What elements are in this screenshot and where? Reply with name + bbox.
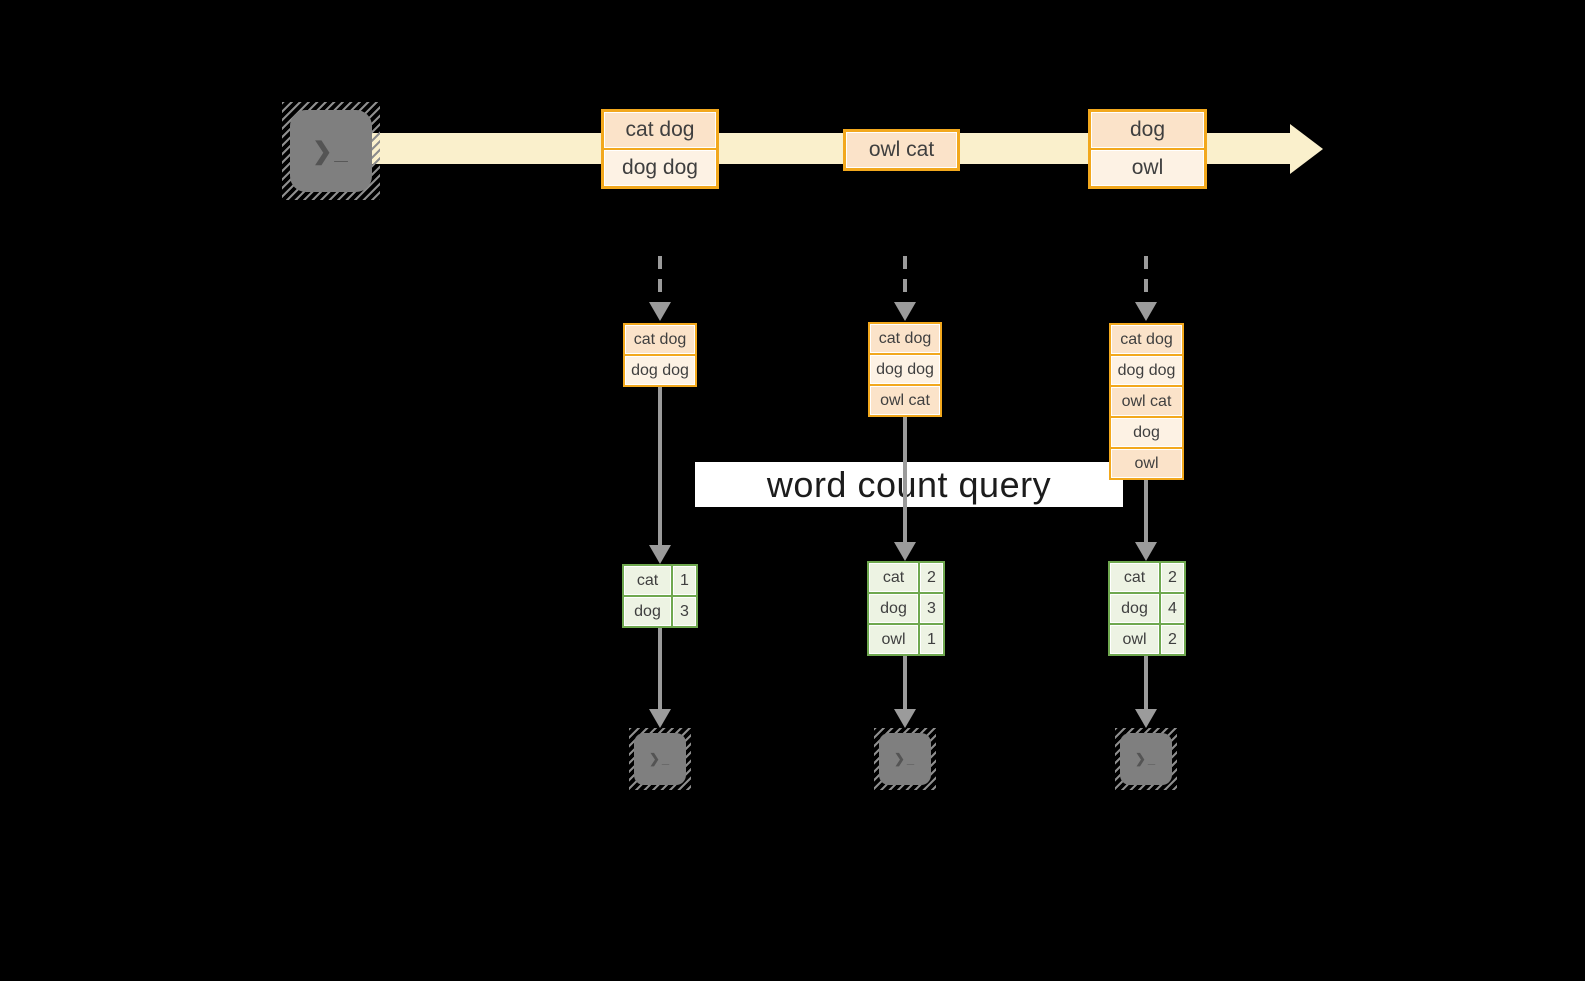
arrow-line xyxy=(903,417,907,543)
count-word: dog xyxy=(624,597,671,626)
arrowhead-icon xyxy=(894,302,916,321)
arrow-line xyxy=(1144,480,1148,543)
batch-2: owl cat xyxy=(843,129,960,171)
arrowhead-icon xyxy=(894,709,916,728)
batch-line: owl cat xyxy=(846,132,957,168)
arrow-line xyxy=(658,628,662,710)
batch-line: dog xyxy=(1091,112,1204,148)
count-word: owl xyxy=(869,625,918,654)
dashed-arrow-line xyxy=(658,256,662,302)
terminal-output-icon-3: ❯_ xyxy=(1115,728,1177,790)
arrowhead-icon xyxy=(894,542,916,561)
query-band: word count query xyxy=(695,462,1123,507)
count-table-2: cat 2 dog 3 owl 1 xyxy=(867,561,945,656)
state-line: cat dog xyxy=(1111,325,1182,354)
count-word: cat xyxy=(624,566,671,595)
count-value: 3 xyxy=(673,597,696,626)
state-stack-2: cat dog dog dog owl cat xyxy=(868,322,942,417)
count-table-1: cat 1 dog 3 xyxy=(622,564,698,628)
terminal-icon: ❯_ xyxy=(634,733,686,785)
state-line: dog xyxy=(1111,418,1182,447)
batch-1: cat dog dog dog xyxy=(601,109,719,189)
prompt-icon: ❯_ xyxy=(648,751,672,766)
terminal-icon: ❯_ xyxy=(879,733,931,785)
state-line: cat dog xyxy=(625,325,695,354)
state-line: dog dog xyxy=(625,356,695,385)
state-line: dog dog xyxy=(870,355,940,384)
state-line: dog dog xyxy=(1111,356,1182,385)
arrowhead-icon xyxy=(1135,302,1157,321)
terminal-output-icon-2: ❯_ xyxy=(874,728,936,790)
count-word: dog xyxy=(869,594,918,623)
batch-line: owl xyxy=(1091,150,1204,186)
terminal-output-icon-1: ❯_ xyxy=(629,728,691,790)
arrow-line xyxy=(903,656,907,710)
arrow-line xyxy=(1144,656,1148,710)
count-value: 2 xyxy=(1161,563,1184,592)
arrow-line xyxy=(658,387,662,546)
terminal-source-icon: ❯_ xyxy=(282,102,380,200)
dashed-arrow-line xyxy=(903,256,907,302)
count-value: 3 xyxy=(920,594,943,623)
prompt-icon: ❯_ xyxy=(1134,751,1158,766)
batch-line: cat dog xyxy=(604,112,716,148)
state-stack-1: cat dog dog dog xyxy=(623,323,697,387)
count-word: cat xyxy=(869,563,918,592)
arrowhead-icon xyxy=(649,302,671,321)
count-value: 2 xyxy=(1161,625,1184,654)
dashed-arrow-line xyxy=(1144,256,1148,302)
count-value: 1 xyxy=(673,566,696,595)
prompt-icon: ❯_ xyxy=(893,751,917,766)
state-line: owl cat xyxy=(1111,387,1182,416)
arrowhead-icon xyxy=(649,709,671,728)
count-word: dog xyxy=(1110,594,1159,623)
state-line: cat dog xyxy=(870,324,940,353)
arrowhead-icon xyxy=(649,545,671,564)
count-value: 4 xyxy=(1161,594,1184,623)
stream-arrowhead-icon xyxy=(1290,124,1323,174)
count-word: owl xyxy=(1110,625,1159,654)
count-value: 2 xyxy=(920,563,943,592)
arrowhead-icon xyxy=(1135,709,1157,728)
state-line: owl cat xyxy=(870,386,940,415)
arrowhead-icon xyxy=(1135,542,1157,561)
prompt-icon: ❯_ xyxy=(312,137,350,165)
terminal-icon: ❯_ xyxy=(1120,733,1172,785)
count-value: 1 xyxy=(920,625,943,654)
terminal-icon: ❯_ xyxy=(290,110,372,192)
state-stack-3: cat dog dog dog owl cat dog owl xyxy=(1109,323,1184,480)
batch-3: dog owl xyxy=(1088,109,1207,189)
batch-line: dog dog xyxy=(604,150,716,186)
count-table-3: cat 2 dog 4 owl 2 xyxy=(1108,561,1186,656)
query-label: word count query xyxy=(766,463,1052,505)
state-line: owl xyxy=(1111,449,1182,478)
count-word: cat xyxy=(1110,563,1159,592)
